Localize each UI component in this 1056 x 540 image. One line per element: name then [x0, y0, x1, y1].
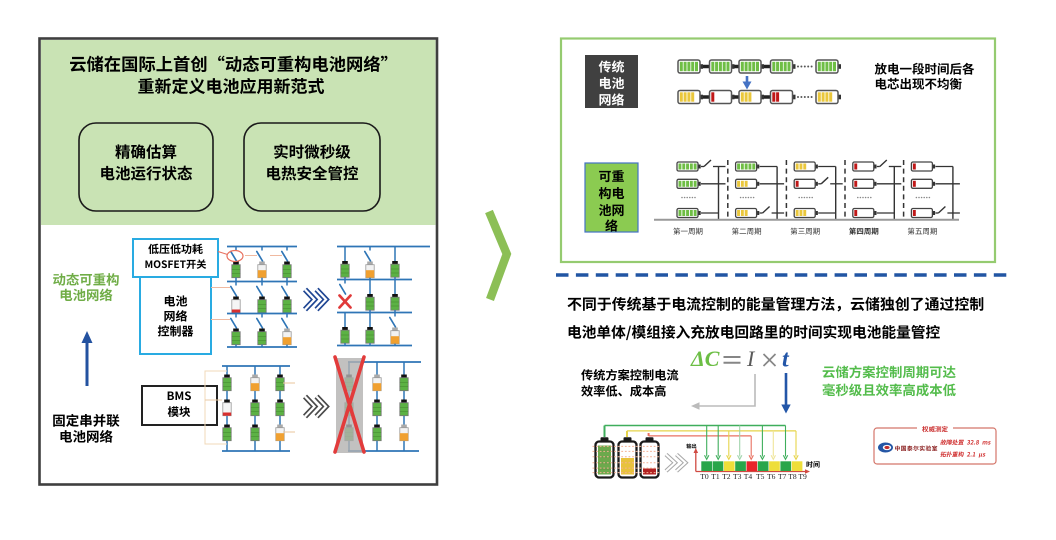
- svg-text:T8: T8: [788, 472, 797, 481]
- svg-text:T7: T7: [778, 472, 787, 481]
- svg-text:ΔC: ΔC: [690, 346, 720, 371]
- svg-text:T3: T3: [733, 472, 742, 481]
- svg-text:T0: T0: [700, 472, 709, 481]
- svg-text:T1: T1: [711, 472, 720, 481]
- svg-text:T6: T6: [767, 472, 776, 481]
- svg-text:T4: T4: [744, 472, 753, 481]
- svg-text:T9: T9: [798, 472, 807, 481]
- svg-text:T2: T2: [722, 472, 731, 481]
- svg-text:T5: T5: [756, 472, 765, 481]
- svg-text:t: t: [782, 347, 790, 373]
- svg-text:I: I: [746, 346, 756, 371]
